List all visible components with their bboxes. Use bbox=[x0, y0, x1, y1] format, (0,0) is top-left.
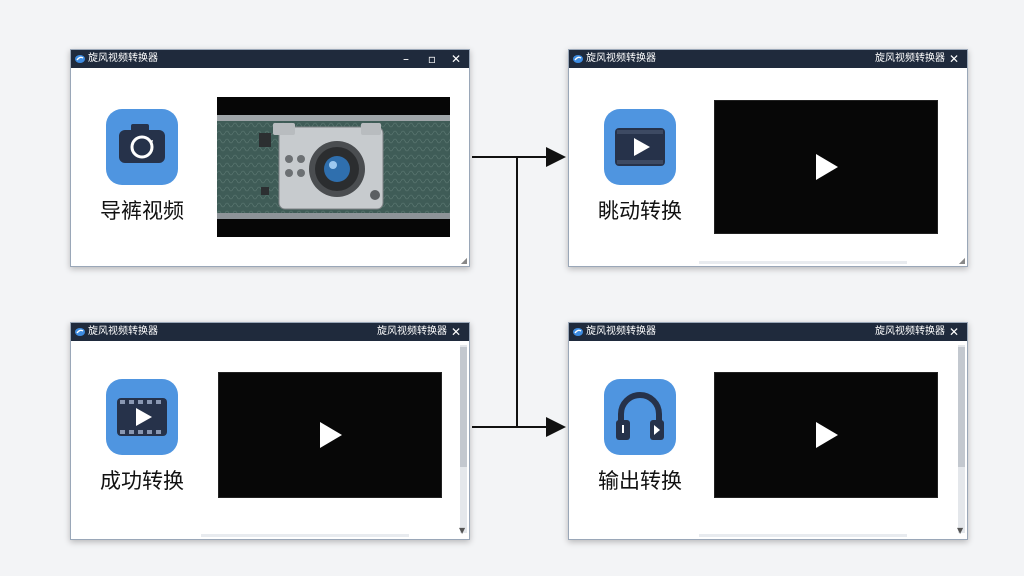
window-output: 旋风视频转换器 旋风视频转换器 ✕ 输出转换 ▼ bbox=[568, 322, 968, 540]
play-icon[interactable] bbox=[816, 422, 838, 448]
step-label: 导裤视频 bbox=[100, 199, 184, 223]
play-icon[interactable] bbox=[816, 154, 838, 180]
scrollbar[interactable]: ▼ bbox=[957, 345, 965, 535]
window-title-right: 旋风视频转换器 bbox=[875, 326, 945, 337]
video-play-icon bbox=[604, 109, 676, 185]
window-converting: 旋风视频转换器 旋风视频转换器 ✕ 眺动转换 ◢ bbox=[568, 49, 968, 267]
step-label: 眺动转换 bbox=[598, 199, 682, 223]
status-strip bbox=[699, 534, 907, 537]
maximize-button[interactable]: ▫ bbox=[427, 52, 437, 66]
titlebar: 旋风视频转换器 旋风视频转换器 ✕ bbox=[569, 50, 967, 68]
play-icon[interactable] bbox=[320, 422, 342, 448]
close-button[interactable]: ✕ bbox=[450, 325, 462, 339]
scrollbar-thumb[interactable] bbox=[460, 347, 467, 467]
film-play-icon bbox=[106, 379, 178, 455]
close-button[interactable]: ✕ bbox=[450, 52, 462, 66]
headphones-play-icon bbox=[604, 379, 676, 455]
window-title-right: 旋风视频转换器 bbox=[875, 53, 945, 64]
app-logo-icon bbox=[573, 55, 583, 63]
window-title: 旋风视频转换器 bbox=[586, 326, 656, 337]
resize-grip[interactable]: ◢ bbox=[958, 256, 965, 265]
window-import: 旋风视频转换器 – ▫ ✕ 导裤视频 bbox=[70, 49, 470, 267]
app-logo-icon bbox=[75, 328, 85, 336]
step-label: 成功转换 bbox=[100, 469, 184, 493]
window-success: 旋风视频转换器 旋风视频转换器 ✕ 成功转换 ▼ bbox=[70, 322, 470, 540]
window-title-right: 旋风视频转换器 bbox=[377, 326, 447, 337]
scrollbar[interactable]: ▼ bbox=[459, 345, 467, 535]
video-player[interactable] bbox=[714, 100, 938, 234]
app-logo-icon bbox=[75, 55, 85, 63]
camera-icon bbox=[106, 109, 178, 185]
window-title: 旋风视频转换器 bbox=[586, 53, 656, 64]
titlebar: 旋风视频转换器 旋风视频转换器 ✕ bbox=[71, 323, 469, 341]
resize-grip[interactable]: ◢ bbox=[460, 256, 467, 265]
app-logo-icon bbox=[573, 328, 583, 336]
video-player[interactable] bbox=[218, 372, 442, 498]
close-button[interactable]: ✕ bbox=[948, 52, 960, 66]
camera-photo bbox=[217, 97, 450, 237]
video-player[interactable] bbox=[714, 372, 938, 498]
window-title: 旋风视频转换器 bbox=[88, 53, 158, 64]
titlebar: 旋风视频转换器 旋风视频转换器 ✕ bbox=[569, 323, 967, 341]
status-strip bbox=[699, 261, 907, 264]
scrollbar-thumb[interactable] bbox=[958, 347, 965, 467]
step-label: 输出转换 bbox=[598, 469, 682, 493]
minimize-button[interactable]: – bbox=[403, 52, 409, 66]
titlebar: 旋风视频转换器 – ▫ ✕ bbox=[71, 50, 469, 68]
scroll-down-arrow-icon[interactable]: ▼ bbox=[459, 526, 466, 535]
close-button[interactable]: ✕ bbox=[948, 325, 960, 339]
window-title: 旋风视频转换器 bbox=[88, 326, 158, 337]
status-strip bbox=[201, 534, 409, 537]
scroll-down-arrow-icon[interactable]: ▼ bbox=[957, 526, 964, 535]
